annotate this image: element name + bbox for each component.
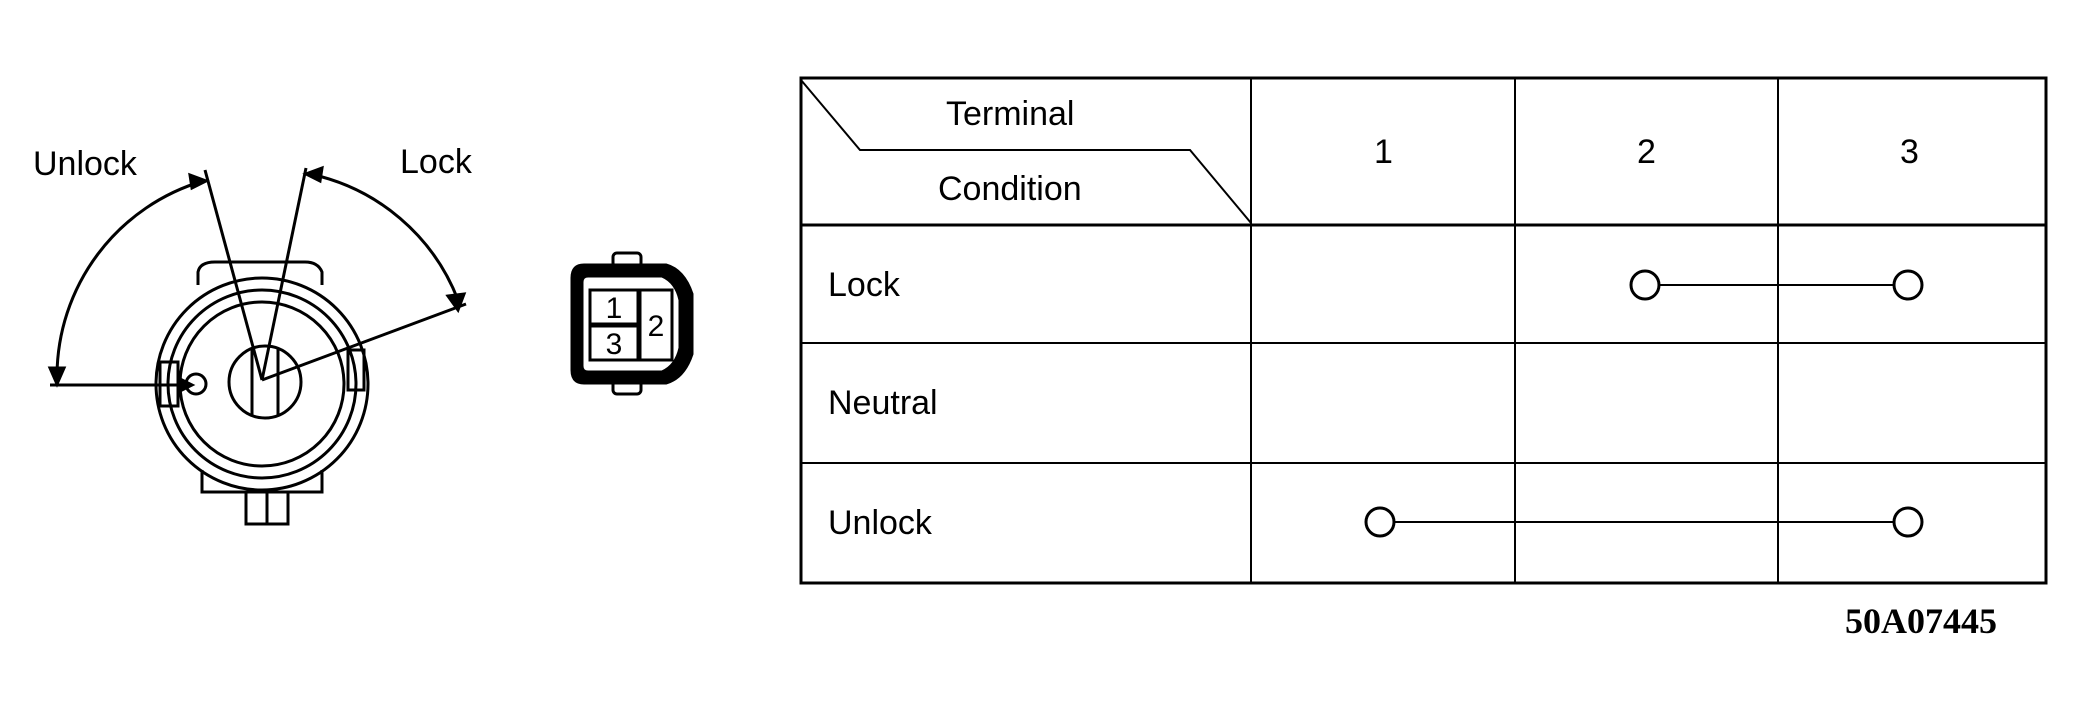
side-tab-left <box>158 360 180 408</box>
continuity-marks <box>1364 269 1924 538</box>
lock-arc <box>309 172 460 301</box>
unlock-arrowhead-top <box>188 172 210 191</box>
switch-position-diagram <box>47 165 467 526</box>
ref-line-lock <box>261 302 467 382</box>
switch-body-inner <box>178 300 346 468</box>
lock-arrowhead-bottom <box>445 292 467 314</box>
header-condition: Condition <box>938 170 1082 208</box>
connector-diagram: 1 3 2 <box>570 251 694 396</box>
lock-label: Lock <box>400 143 472 181</box>
pin-cavity-1 <box>588 288 640 326</box>
continuity-terminal-lock-3 <box>1892 269 1924 301</box>
switch-housing-top <box>196 260 324 285</box>
detent-ball <box>184 372 208 396</box>
ref-line-right <box>260 167 308 381</box>
figure-code: 50A07445 <box>1845 601 1997 641</box>
pin-cavity-3 <box>588 324 640 362</box>
side-tab-right <box>346 348 366 392</box>
header-diagonal-divider <box>800 79 1252 224</box>
lock-arrowhead-top <box>302 165 324 184</box>
pin-cavity-2 <box>638 288 674 362</box>
ref-line-left <box>203 169 264 381</box>
continuity-terminal-lock-2 <box>1629 269 1661 301</box>
pin-label-2: 2 <box>648 310 665 343</box>
column-header-2: 2 <box>1637 133 1656 171</box>
switch-body-outer <box>154 276 370 492</box>
switch-rotor <box>227 344 303 420</box>
unlock-label: Unlock <box>33 145 137 183</box>
pin-label-1: 1 <box>606 292 623 325</box>
row-label-unlock: Unlock <box>828 504 932 542</box>
column-header-3: 3 <box>1900 133 1919 171</box>
continuity-terminal-unlock-1 <box>1364 506 1396 538</box>
table-border <box>799 76 2048 585</box>
row-label-neutral: Neutral <box>828 384 938 422</box>
switch-body-ring <box>166 288 358 480</box>
unlock-arrowhead-bottom <box>47 366 67 388</box>
pin-label-3: 3 <box>606 328 623 361</box>
unlock-arc <box>55 179 204 376</box>
column-header-1: 1 <box>1374 133 1393 171</box>
continuity-terminal-unlock-3 <box>1892 506 1924 538</box>
row-label-lock: Lock <box>828 266 900 304</box>
header-terminal: Terminal <box>946 95 1075 133</box>
